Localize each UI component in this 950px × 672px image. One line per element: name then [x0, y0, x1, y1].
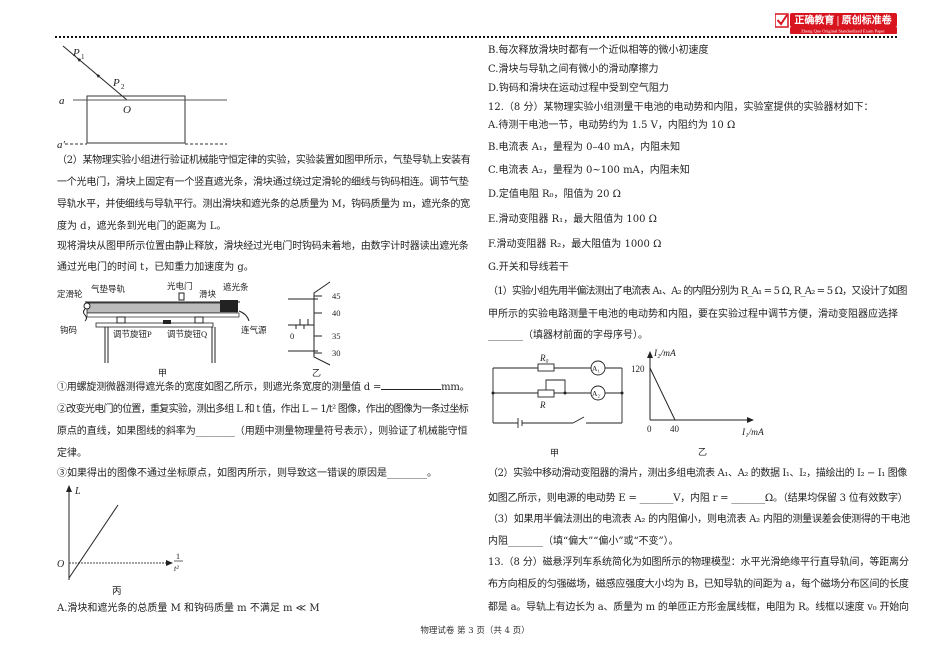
sub1-unit: mm。 [441, 382, 470, 393]
q13-line: 13.（8 分）磁悬浮列车系统简化为如图所示的物理模型：水平光滑绝缘平行直导轨间… [488, 557, 909, 568]
q2-line: （2）某物理实验小组进行验证机械能守恒定律的实验，实验装置如图甲所示，气垫导轨上… [57, 155, 471, 166]
axis-label-num: 1 [176, 552, 180, 561]
sub2-line: 原点的直线，如果图线的斜率为________（用题中测量物理量符号表示），则验证… [57, 426, 468, 437]
tick-45: 45 [332, 291, 341, 301]
tick-30: 30 [332, 348, 341, 358]
logo-subtext: Zheng Que Original Standardized Exam Pap… [801, 29, 885, 34]
label-knob-p: 调节旋钮P [113, 329, 152, 339]
tick-zero: 0 [290, 331, 294, 341]
caption-yi: 乙 [312, 368, 321, 378]
label-r: R [539, 400, 546, 410]
q2-line: 通过光电门的时间 t，已知重力加速度为 g。 [57, 262, 254, 273]
sub2-line: 定律。 [57, 448, 87, 459]
q12-3-line: （3）如果用半偏法测出的电流表 A₂ 的内阻偏小，则电流表 A₂ 内阻的测量误差… [488, 514, 910, 525]
tick-40: 40 [332, 308, 341, 318]
axis-label-den: t² [174, 564, 179, 573]
q12-2-line: （2）实验中移动滑动变阻器的滑片，测出多组电流表 A₁、A₂ 的数据 I₁、I₂… [488, 468, 907, 479]
q2-line: 导轨水平，并使细线与导轨平行。测出滑块和遮光条的总质量为 M，钩码质量为 m，遮… [57, 199, 470, 210]
option-c: C.滑块与导轨之间有微小的滑动摩擦力 [488, 64, 659, 75]
label-gate: 光电门 [167, 281, 193, 291]
axis-label-l: L [74, 486, 81, 497]
equipment-item: F.滑动变阻器 R₂，最大阻值为 1000 Ω [488, 239, 662, 250]
label-strip: 遮光条 [223, 282, 249, 292]
q13-line: 都是 a。导轨上有边长为 a、质量为 m 的单匝正方形金属线框，电阻为 R。线框… [488, 602, 909, 613]
label-a-prime: a' [57, 139, 66, 151]
answer-blank[interactable] [381, 389, 442, 390]
q2-line: 度为 d，遮光条到光电门的距离为 L。 [57, 221, 227, 232]
label-p2-sub: 2 [121, 83, 125, 91]
origin-label: 0 [647, 424, 652, 434]
equipment-item: C.电流表 A₂，量程为 0~100 mA，内阻未知 [488, 165, 690, 176]
l-vs-inverse-t2-graph: L O 1 t² 丙 [57, 485, 183, 597]
caption-bing: 丙 [112, 586, 122, 597]
sub-question-1: ①用螺旋测微器测得遮光条的宽度如图乙所示，则遮光条宽度的测量值 d = mm。 [57, 381, 471, 395]
label-p1-sub: 1 [81, 53, 85, 61]
equipment-item: B.电流表 A₁，量程为 0–40 mA，内阻未知 [488, 142, 681, 153]
refraction-figure: P 1 P 2 O a a' [57, 45, 227, 151]
circuit-figure: R₀ R A₁ A₂ 甲 [491, 353, 624, 458]
label-knob-q: 调节旋钮Q [167, 329, 207, 339]
y-tick-120: 120 [631, 364, 645, 374]
header-divider [55, 36, 897, 38]
data-line [649, 367, 676, 421]
label-a1: A₁ [592, 364, 600, 373]
page-footer: 物理试卷 第 3 页（共 4 页） [420, 626, 530, 636]
q12-1-line: _______（填器材前面的字母序号）。 [488, 330, 648, 341]
q12-1-line: （1）实验小组先用半偏法测出了电流表 A₁、A₂ 的内阻分别为 R_A₁ = 5… [488, 286, 907, 297]
q12-title: 12.（8 分）某物理实验小组测量干电池的电动势和内阻，实验室提供的实验器材如下… [488, 102, 874, 113]
sub2-line: ②改变光电门的位置，重复实验，测出多组 L 和 t 值，作出 L − 1/t² … [57, 404, 469, 415]
apparatus-figure: 定滑轮 气垫导轨 光电门 滑块 遮光条 钩码 调节旋钮P 调节旋钮Q 连气源 甲 [57, 281, 267, 378]
label-r0: R₀ [539, 353, 549, 363]
q2-line: 一个光电门，滑块上固定有一个竖直遮光条，滑块通过绕过定滑轮的细线与钩码相连。调节… [57, 177, 469, 188]
option-a: A.滑块和遮光条的总质量 M 和钩码质量 m 不满足 m ≪ M [57, 603, 320, 614]
q2-line: 现将滑块从图甲所示位置由静止释放，滑块经过光电门时钩码未着地，由数字计时器读出遮… [57, 241, 469, 252]
label-track: 气垫导轨 [91, 284, 126, 294]
tick-35: 35 [332, 331, 341, 341]
q12-3-line: 内阻_______（填“偏大”“偏小”或“不变”）。 [488, 536, 679, 547]
y-axis-label: I₂/mA [653, 349, 676, 359]
label-a2: A₂ [592, 389, 600, 398]
label-air: 连气源 [241, 325, 267, 335]
x-axis-label: I₁/mA [741, 428, 764, 438]
sub1-text: ①用螺旋测微器测得遮光条的宽度如图乙所示，则遮光条宽度的测量值 d = [57, 382, 382, 393]
label-p2: P [112, 77, 120, 89]
equipment-item: D.定值电阻 R₀，阻值为 20 Ω [488, 189, 621, 200]
i2-i1-graph: I₂/mA 120 0 40 I₁/mA 乙 [631, 349, 764, 457]
equipment-item: E.滑动变阻器 R₁，最大阻值为 100 Ω [488, 214, 657, 225]
caption-yi: 乙 [698, 447, 707, 457]
brand-logo: 正确教育 | 原创标准卷 Zheng Que Original Standard… [775, 13, 897, 34]
origin-label: O [57, 559, 64, 570]
equipment-item: A.待测干电池一节，电动势约为 1.5 V，内阻约为 10 Ω [488, 120, 736, 131]
q12-1-line: 甲所示的实验电路测量干电池的电动势和内阻，要在实验过程中调节方便，滑动变阻器应选… [488, 309, 898, 320]
sub-question-3: ③如果得出的图像不通过坐标原点，如图丙所示，则导致这一错误的原因是_______… [57, 468, 437, 479]
q13-line: 布方向相反的匀强磁场，磁感应强度大小均为 B，已知导轨的间距为 a，每个磁场分布… [488, 579, 909, 590]
x-tick-40: 40 [670, 424, 680, 434]
equipment-item: G.开关和导线若干 [488, 262, 569, 273]
micrometer-figure: 45 40 35 30 0 乙 [288, 281, 341, 378]
label-pulley: 定滑轮 [57, 289, 83, 299]
option-d: D.钩码和滑块在运动过程中受到空气阻力 [488, 83, 669, 94]
label-o: O [123, 104, 131, 116]
label-p1: P [72, 47, 80, 59]
label-a: a [59, 95, 65, 107]
q12-2-line: 如图乙所示，则电源的电动势 E = _______V，内阻 r = ______… [488, 493, 908, 504]
logo-text: 正确教育 | 原创标准卷 [794, 14, 892, 27]
label-weight: 钩码 [60, 325, 77, 335]
caption-jia: 甲 [550, 448, 559, 458]
caption-jia: 甲 [158, 368, 167, 378]
option-b: B.每次释放滑块时都有一个近似相等的微小初速度 [488, 45, 709, 56]
label-slider: 滑块 [199, 289, 217, 299]
